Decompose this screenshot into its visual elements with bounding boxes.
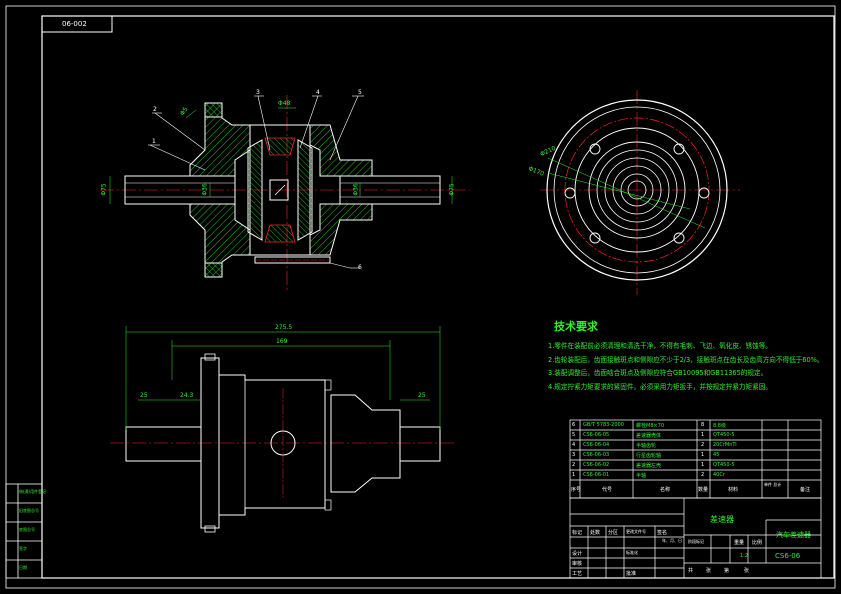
- bom-header: 数量: [698, 487, 709, 493]
- tb-label: 标记: [572, 530, 583, 536]
- bom-mat: QT450-5: [713, 462, 735, 468]
- bom-no: 2: [572, 462, 576, 468]
- bom-no: 4: [572, 442, 576, 448]
- tb-label: 比例: [752, 540, 763, 546]
- callout-2: 2: [153, 106, 157, 113]
- inner-border: [41, 15, 835, 579]
- part-name: 差速器: [710, 515, 734, 524]
- sheet-code-box: [41, 15, 113, 33]
- front-view: [110, 326, 455, 533]
- bom-mat: 45: [713, 452, 720, 458]
- bom-qty: 2: [701, 442, 705, 448]
- dim-overall-length: 275.5: [275, 324, 293, 331]
- bom-qty: 1: [701, 462, 705, 468]
- tb-label: 工艺: [572, 571, 583, 577]
- bom-no: 6: [572, 422, 576, 428]
- bom-name: 螺栓M8×70: [636, 423, 665, 429]
- bom-mat: 8.8级: [713, 423, 726, 429]
- bom-mat: 40Cr: [713, 472, 725, 478]
- dim-bore-left2: Φ36: [201, 183, 209, 196]
- tech-req-line: 4.规定拧紧力矩要求的紧固件，必须采用力矩扳手，并按规定拧紧力矩紧固。: [548, 382, 772, 391]
- tech-req-line: 1.零件在装配前必须清理和清洗干净，不得有毛刺、飞边、氧化皮、锈蚀等。: [548, 342, 772, 350]
- tb-label: 设计: [572, 551, 583, 557]
- tb-label: 更改文件号: [626, 529, 646, 534]
- bom-header: 材料: [728, 487, 739, 493]
- bom-name: 半轴齿轮: [636, 443, 657, 449]
- title-block-grid: [569, 497, 822, 579]
- bom-mat: QT450-5: [713, 432, 735, 438]
- bom-qty: 8: [701, 422, 705, 428]
- dim-gear-width: Φ48: [278, 100, 291, 107]
- tb-label: 标准化: [626, 550, 638, 555]
- dim-left-shaft: 25: [140, 392, 148, 399]
- company-name: 汽车差速器: [776, 531, 811, 539]
- bom-header: 单件 总计: [764, 482, 782, 487]
- tb-label: 签名: [657, 530, 668, 536]
- bom-grid: [569, 419, 822, 499]
- drawing-scale: 1:2: [740, 553, 749, 559]
- bom-name: 行星齿轮轴: [636, 453, 662, 459]
- tb-label: 张: [706, 568, 712, 574]
- bom-header: 备注: [800, 487, 811, 493]
- bom-name: 差速器壳体: [636, 433, 662, 439]
- tb-label: 处数: [590, 530, 601, 536]
- dim-inner-length: 169: [276, 338, 288, 345]
- bom-name: 差速器左壳: [636, 463, 662, 469]
- callout-1: 1: [152, 138, 156, 145]
- bom-name: 半轴: [636, 473, 647, 479]
- callout-5: 5: [358, 89, 362, 96]
- tb-label: 重量: [734, 540, 745, 546]
- strip-label: 底图总号: [19, 527, 35, 532]
- outer-border: [5, 5, 836, 589]
- tb-label: 第: [724, 568, 730, 574]
- bom-header: 代号: [602, 487, 613, 493]
- section-view: [100, 95, 470, 290]
- bom-mat: 20CrMnTi: [713, 442, 737, 448]
- bom-code: CS6-06-03: [583, 452, 610, 458]
- bom-code: CS6-06-01: [583, 472, 610, 478]
- tb-label: 分区: [608, 530, 619, 536]
- dim-right-shaft: 25: [418, 392, 426, 399]
- left-binding-strip: [5, 483, 43, 579]
- drawing-number: CS6-06: [775, 552, 801, 560]
- tb-label: 审核: [572, 561, 583, 567]
- bom-code: CS6-06-05: [583, 432, 610, 438]
- callout-6: 6: [358, 264, 362, 271]
- bom-qty: 1: [701, 452, 705, 458]
- bom-header: 名称: [660, 487, 671, 493]
- bom-code: CS6-06-04: [583, 442, 610, 448]
- dim-bore-right2: Φ75: [448, 183, 456, 196]
- technical-requirements: 技术要求 1.零件在装配前必须清理和清洗干净，不得有毛刺、飞边、氧化皮、锈蚀等。…: [548, 318, 824, 394]
- bom-no: 1: [572, 472, 576, 478]
- tb-label: 年、月、日: [662, 538, 682, 543]
- callout-4: 4: [316, 89, 320, 96]
- tb-label: 批准: [626, 571, 637, 577]
- bom-qty: 1: [701, 432, 705, 438]
- bom-code: GB/T 5783-2000: [583, 422, 624, 428]
- strip-label: 日期: [19, 565, 27, 570]
- bom-code: CS6-06-02: [583, 462, 610, 468]
- sheet-code: 06-002: [62, 20, 87, 28]
- tb-label: 阶段标记: [688, 539, 704, 544]
- strip-label: 旧底图总号: [19, 508, 39, 513]
- bom-no: 3: [572, 452, 576, 458]
- callout-3: 3: [256, 89, 260, 96]
- tech-req-line: 3.装配调整后，齿面啮合斑点及侧隙应符合GB10095和GB11365的规定。: [548, 369, 768, 377]
- tb-label: 共: [688, 568, 694, 574]
- bom-no: 5: [572, 432, 576, 438]
- dim-bore-left: Φ75: [100, 183, 108, 196]
- dim-left-step: 24.3: [180, 392, 194, 399]
- end-view: [540, 90, 740, 295]
- tech-req-line: 2.齿轮装配后，齿面接触斑点和侧隙应不少于2/3，接触斑点在齿长及齿高方向不得低…: [548, 355, 824, 364]
- bom-header: 序号: [571, 487, 582, 493]
- strip-label: 借(通)用件登记: [19, 489, 47, 494]
- dim-bore-right: Φ36: [352, 183, 360, 196]
- tech-req-title: 技术要求: [554, 320, 598, 333]
- tb-label: 张: [744, 568, 750, 574]
- bom-qty: 2: [701, 472, 705, 478]
- strip-label: 签字: [19, 546, 27, 551]
